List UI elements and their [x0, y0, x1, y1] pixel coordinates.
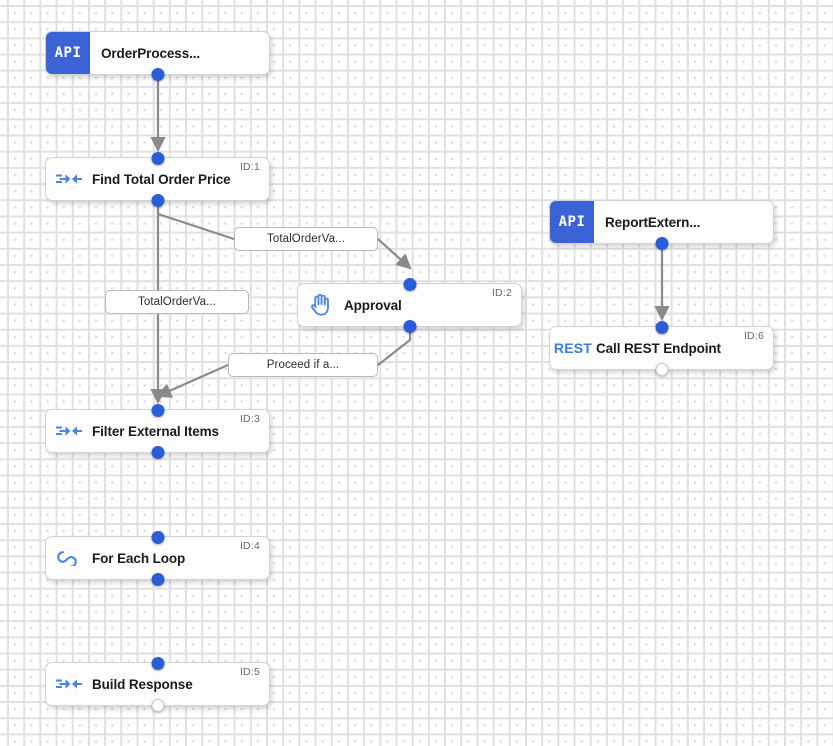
- node-id-label: ID:2: [491, 287, 512, 299]
- node-output-port[interactable]: [151, 572, 164, 586]
- node-input-port[interactable]: [151, 151, 164, 165]
- transform-arrows-icon: [56, 679, 82, 689]
- node-title: ReportExtern...: [605, 214, 701, 230]
- node-input-port[interactable]: [151, 403, 164, 417]
- node-title: Filter External Items: [92, 423, 219, 439]
- node-output-port[interactable]: [151, 698, 164, 712]
- workflow-node-approval[interactable]: Approval ID:2: [297, 277, 522, 333]
- infinity-loop-icon: [57, 551, 77, 566]
- edge-label[interactable]: TotalOrderVa...: [234, 227, 378, 251]
- node-title: Approval: [344, 297, 402, 313]
- node-title: For Each Loop: [92, 550, 186, 566]
- node-input-port[interactable]: [151, 530, 164, 544]
- workflow-node-orderprocess[interactable]: API OrderProcess...: [45, 31, 270, 81]
- node-input-port[interactable]: [403, 277, 416, 291]
- api-badge-icon: API: [46, 32, 90, 74]
- infinity-loop-icon-slot: [46, 537, 92, 579]
- raised-hand-icon: [311, 293, 329, 316]
- node-output-port[interactable]: [655, 236, 668, 250]
- node-id-label: ID:3: [239, 413, 260, 425]
- rest-badge-label: REST: [553, 340, 593, 356]
- node-output-port[interactable]: [151, 445, 164, 459]
- transform-arrows-icon: [56, 174, 82, 184]
- node-title: Call REST Endpoint: [596, 340, 721, 356]
- node-id-label: ID:5: [239, 666, 260, 678]
- edge-label[interactable]: TotalOrderVa...: [105, 290, 249, 314]
- node-input-port[interactable]: [151, 656, 164, 670]
- raised-hand-icon-slot: [298, 284, 344, 326]
- node-id-label: ID:4: [239, 540, 260, 552]
- node-output-port[interactable]: [655, 362, 668, 376]
- workflow-node-for-each-loop[interactable]: For Each Loop ID:4: [45, 530, 270, 586]
- workflow-node-reportextern[interactable]: API ReportExtern...: [549, 200, 774, 250]
- workflow-node-build-response[interactable]: Build Response ID:5: [45, 656, 270, 712]
- node-title: Find Total Order Price: [92, 171, 231, 187]
- transform-arrows-icon-slot: [46, 158, 92, 200]
- node-output-port[interactable]: [403, 319, 416, 333]
- api-badge-icon: API: [550, 201, 594, 243]
- node-input-port[interactable]: [655, 320, 668, 334]
- node-title: Build Response: [92, 676, 193, 692]
- node-output-port[interactable]: [151, 193, 164, 207]
- transform-arrows-icon: [56, 426, 82, 436]
- workflow-node-filter-external-items[interactable]: Filter External Items ID:3: [45, 403, 270, 459]
- node-id-label: ID:1: [239, 161, 260, 173]
- node-title: OrderProcess...: [101, 45, 201, 61]
- workflow-node-find-total-order-price[interactable]: Find Total Order Price ID:1: [45, 151, 270, 207]
- rest-text-icon: REST: [550, 327, 596, 369]
- transform-arrows-icon-slot: [46, 410, 92, 452]
- node-output-port[interactable]: [151, 67, 164, 81]
- edge-label[interactable]: Proceed if a...: [228, 353, 378, 377]
- node-id-label: ID:6: [743, 330, 764, 342]
- transform-arrows-icon-slot: [46, 663, 92, 705]
